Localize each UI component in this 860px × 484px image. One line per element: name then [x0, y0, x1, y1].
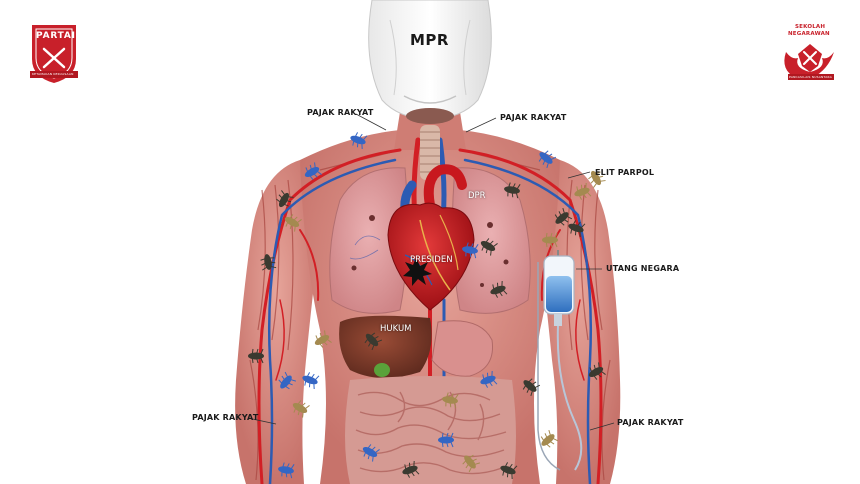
label-dpr: DPR [468, 191, 486, 201]
parasite [554, 207, 573, 226]
parasite [588, 170, 606, 188]
parasite [542, 232, 558, 248]
label-pajak-rakyat-right-bottom: PAJAK RAKYAT [617, 418, 684, 427]
label-elit-parpol: ELIT PARPOL [595, 168, 655, 177]
parasite [276, 190, 294, 208]
parasite [402, 461, 420, 478]
white-hood [368, 0, 492, 124]
partai-logo-title: PARTAI [36, 31, 76, 41]
label-mpr: MPR [410, 31, 449, 49]
parasite [364, 332, 383, 351]
label-pajak-rakyat-right-top: PAJAK RAKYAT [500, 113, 567, 122]
parasite [500, 462, 518, 479]
iv-drip [537, 250, 583, 471]
label-presiden: PRESIDEN [410, 255, 453, 265]
stomach [431, 320, 494, 377]
parasite [522, 378, 541, 397]
label-utang-negara: UTANG NEGARA [606, 264, 680, 273]
sekolah-logo-subtitle: PANCASILAIS NUSANTARA [789, 75, 832, 79]
parasite [462, 454, 481, 473]
parasite [540, 429, 559, 448]
parasite [490, 281, 508, 298]
parasite [568, 220, 586, 237]
partai-logo-subtitle: KETAMAKAN KEKUASAAN [32, 72, 74, 76]
partai-logo [30, 25, 78, 83]
parasite [442, 392, 459, 409]
parasite [480, 371, 498, 388]
parasite [260, 254, 277, 271]
heart [387, 202, 475, 311]
parasite [278, 371, 297, 390]
parasite [462, 242, 479, 259]
bullet-hole-icon [403, 258, 432, 286]
sekolah-negarawan-logo [784, 44, 834, 80]
sekolah-logo-line2: NEGARAWAN [788, 31, 830, 37]
parasite [362, 444, 380, 462]
parasite [538, 150, 557, 169]
parasite [248, 348, 264, 364]
label-hukum: HUKUM [380, 324, 412, 334]
parasite [350, 132, 368, 149]
parasite [504, 182, 521, 199]
sekolah-logo-line1: SEKOLAH [795, 24, 826, 30]
parasite [574, 183, 592, 200]
parasite [302, 372, 320, 389]
parasite [438, 432, 454, 448]
parasite [588, 362, 606, 380]
parasite [480, 238, 498, 256]
liver [339, 315, 432, 379]
label-pajak-rakyat-left-bottom: PAJAK RAKYAT [192, 413, 259, 422]
parasite [292, 400, 310, 418]
parasite-swarm [248, 132, 606, 479]
gallbladder [374, 363, 390, 377]
parasite [278, 462, 295, 479]
intestines [345, 376, 516, 484]
trachea [420, 125, 440, 180]
leader-lines [247, 113, 615, 431]
label-pajak-rakyat-left-top: PAJAK RAKYAT [307, 108, 374, 117]
parasite [314, 330, 332, 348]
parasite [304, 162, 322, 180]
parasite [284, 214, 302, 232]
